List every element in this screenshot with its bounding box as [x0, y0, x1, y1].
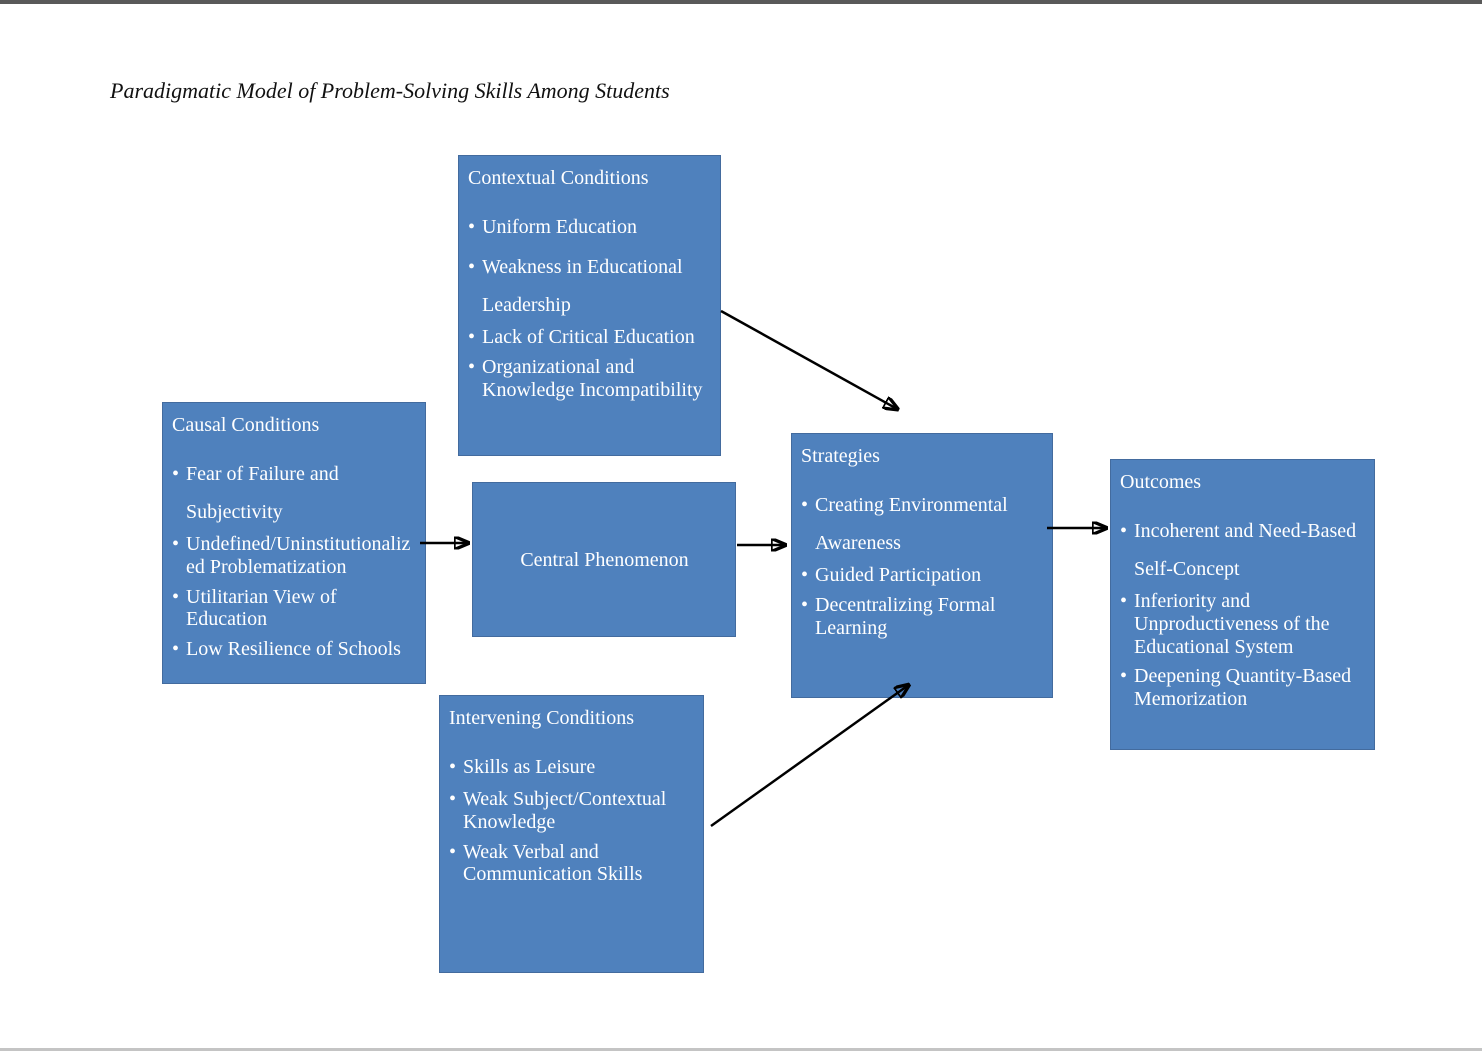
bullet-text: Lack of Critical Education	[482, 326, 695, 348]
bullet-text: Weak Verbal and Communication Skills	[463, 840, 643, 886]
bullet-text: Undefined/Uninstitutionalized Problemati…	[186, 533, 411, 578]
page-bottom-edge	[0, 1048, 1482, 1051]
bullet-item: • Weakness in Educational Leadership	[468, 248, 712, 324]
diagram-title: Paradigmatic Model of Problem-Solving Sk…	[110, 78, 670, 103]
box-outcomes: Outcomes • Incoherent and Need-Based Sel…	[1110, 459, 1375, 750]
box-heading: Contextual Conditions	[468, 167, 649, 189]
window-top-edge	[0, 0, 1482, 4]
bullet-item: • Decentralizing Formal Learning	[801, 594, 1044, 640]
box-heading: Intervening Conditions	[449, 707, 634, 729]
arrow-contextual-to-strategies	[720, 309, 899, 410]
box-causal-conditions: Causal Conditions • Fear of Failure and …	[162, 402, 426, 684]
bullet-list: • Creating Environmental Awareness • Gui…	[801, 486, 1044, 639]
box-heading: Causal Conditions	[172, 414, 320, 436]
bullet-glyph: •	[1120, 590, 1128, 612]
bullet-list: • Skills as Leisure • Weak Subject/Conte…	[449, 748, 695, 886]
bullet-item: • Lack of Critical Education	[468, 326, 712, 349]
bullet-glyph: •	[1120, 665, 1128, 688]
bullet-glyph: •	[172, 585, 180, 608]
bullet-glyph: •	[801, 564, 809, 586]
arrow-intervening-to-strategies	[710, 684, 910, 828]
bullet-item: • Undefined/Uninstitutionalized Problema…	[172, 533, 417, 579]
bullet-glyph: •	[468, 216, 476, 238]
bullet-text: Inferiority and Unproductiveness of the …	[1134, 590, 1330, 658]
bullet-item: • Creating Environmental Awareness	[801, 486, 1044, 562]
bullet-text: Uniform Education	[482, 216, 637, 238]
bullet-item: • Deepening Quantity-Based Memorization	[1120, 665, 1366, 711]
bullet-item: • Utilitarian View of Education	[172, 586, 417, 632]
bullet-list: • Incoherent and Need-Based Self-Concept…	[1120, 512, 1366, 711]
bullet-glyph: •	[1120, 520, 1128, 542]
bullet-text: Utilitarian View of Education	[186, 585, 337, 631]
bullet-item: • Incoherent and Need-Based Self-Concept	[1120, 512, 1366, 588]
bullet-item: • Skills as Leisure	[449, 748, 695, 786]
bullet-text: Incoherent and Need-Based Self-Concept	[1134, 520, 1357, 580]
box-heading: Strategies	[801, 445, 880, 467]
bullet-text: Decentralizing Formal Learning	[815, 593, 996, 639]
box-central-phenomenon: Central Phenomenon	[472, 482, 736, 637]
bullet-glyph: •	[801, 593, 809, 616]
bullet-text: Weak Subject/Contextual Knowledge	[463, 788, 667, 833]
bullet-text: Fear of Failure and Subjectivity	[186, 463, 339, 523]
bullet-text: Weakness in Educational Leadership	[482, 256, 683, 316]
bullet-text: Skills as Leisure	[463, 756, 596, 778]
bullet-glyph: •	[468, 355, 476, 378]
bullet-glyph: •	[449, 788, 457, 810]
bullet-glyph: •	[468, 256, 476, 278]
bullet-glyph: •	[172, 463, 180, 485]
bullet-text: Creating Environmental Awareness	[815, 494, 1008, 554]
bullet-glyph: •	[449, 840, 457, 863]
bullet-item: • Fear of Failure and Subjectivity	[172, 455, 417, 531]
bullet-text: Low Resilience of Schools	[186, 638, 401, 661]
bullet-item: • Weak Verbal and Communication Skills	[449, 841, 695, 887]
bullet-text: Organizational and Knowledge Incompatibi…	[482, 355, 703, 401]
bullet-item: • Low Resilience of Schools	[172, 638, 417, 661]
bullet-list: • Uniform Education • Weakness in Educat…	[468, 208, 712, 401]
box-heading: Central Phenomenon	[520, 548, 689, 571]
bullet-glyph: •	[468, 326, 476, 348]
bullet-text: Guided Participation	[815, 564, 982, 586]
bullet-item: • Inferiority and Unproductiveness of th…	[1120, 590, 1366, 658]
box-contextual-conditions: Contextual Conditions • Uniform Educatio…	[458, 155, 721, 456]
bullet-glyph: •	[801, 494, 809, 516]
bullet-glyph: •	[172, 533, 180, 555]
bullet-list: • Fear of Failure and Subjectivity • Und…	[172, 455, 417, 661]
bullet-glyph: •	[172, 638, 180, 661]
bullet-item: • Organizational and Knowledge Incompati…	[468, 356, 712, 402]
bullet-text: Deepening Quantity-Based Memorization	[1134, 665, 1352, 711]
bullet-glyph: •	[449, 756, 457, 778]
box-strategies: Strategies • Creating Environmental Awar…	[791, 433, 1053, 698]
bullet-item: • Guided Participation	[801, 564, 1044, 587]
box-heading: Outcomes	[1120, 471, 1202, 493]
bullet-item: • Uniform Education	[468, 208, 712, 246]
bullet-item: • Weak Subject/Contextual Knowledge	[449, 788, 695, 834]
box-intervening-conditions: Intervening Conditions • Skills as Leisu…	[439, 695, 704, 973]
